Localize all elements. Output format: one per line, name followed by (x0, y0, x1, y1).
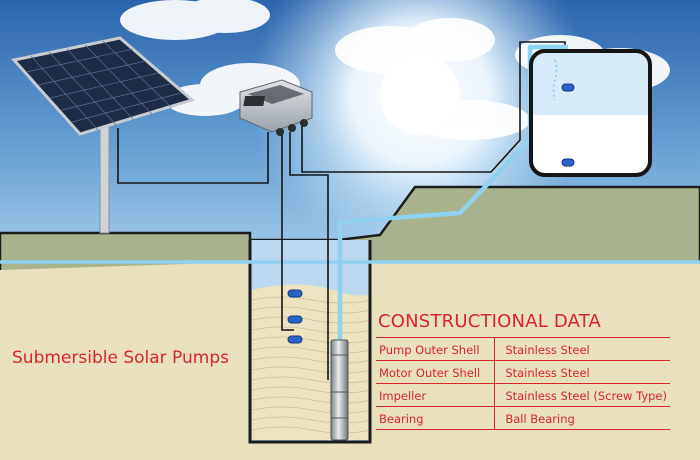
spec-material: Stainless Steel (494, 337, 670, 361)
submersible-pump (330, 339, 349, 441)
spec-component: Motor Outer Shell (376, 360, 496, 384)
water-tank (529, 49, 652, 177)
borewell (248, 240, 372, 444)
spec-component: Bearing (376, 406, 496, 430)
spec-table: Pump Outer Shell Stainless Steel Motor O… (376, 337, 670, 430)
spec-title: CONSTRUCTIONAL DATA (378, 311, 602, 332)
solar-panel (11, 36, 196, 234)
controller-box (239, 79, 313, 136)
spec-material: Stainless Steel (494, 360, 670, 384)
cables (117, 41, 566, 380)
level-sensors (287, 289, 303, 344)
spec-component: Impeller (376, 383, 496, 407)
table-row: Motor Outer Shell Stainless Steel (376, 360, 670, 384)
table-row: Impeller Stainless Steel (Screw Type) (376, 383, 670, 407)
product-label: Submersible Solar Pumps (12, 348, 229, 368)
spec-component: Pump Outer Shell (376, 337, 496, 361)
spec-material: Ball Bearing (494, 406, 670, 430)
table-row: Pump Outer Shell Stainless Steel (376, 337, 670, 361)
delivery-pipe (337, 44, 568, 360)
table-row: Bearing Ball Bearing (376, 406, 670, 430)
spec-material: Stainless Steel (Screw Type) (494, 383, 670, 407)
